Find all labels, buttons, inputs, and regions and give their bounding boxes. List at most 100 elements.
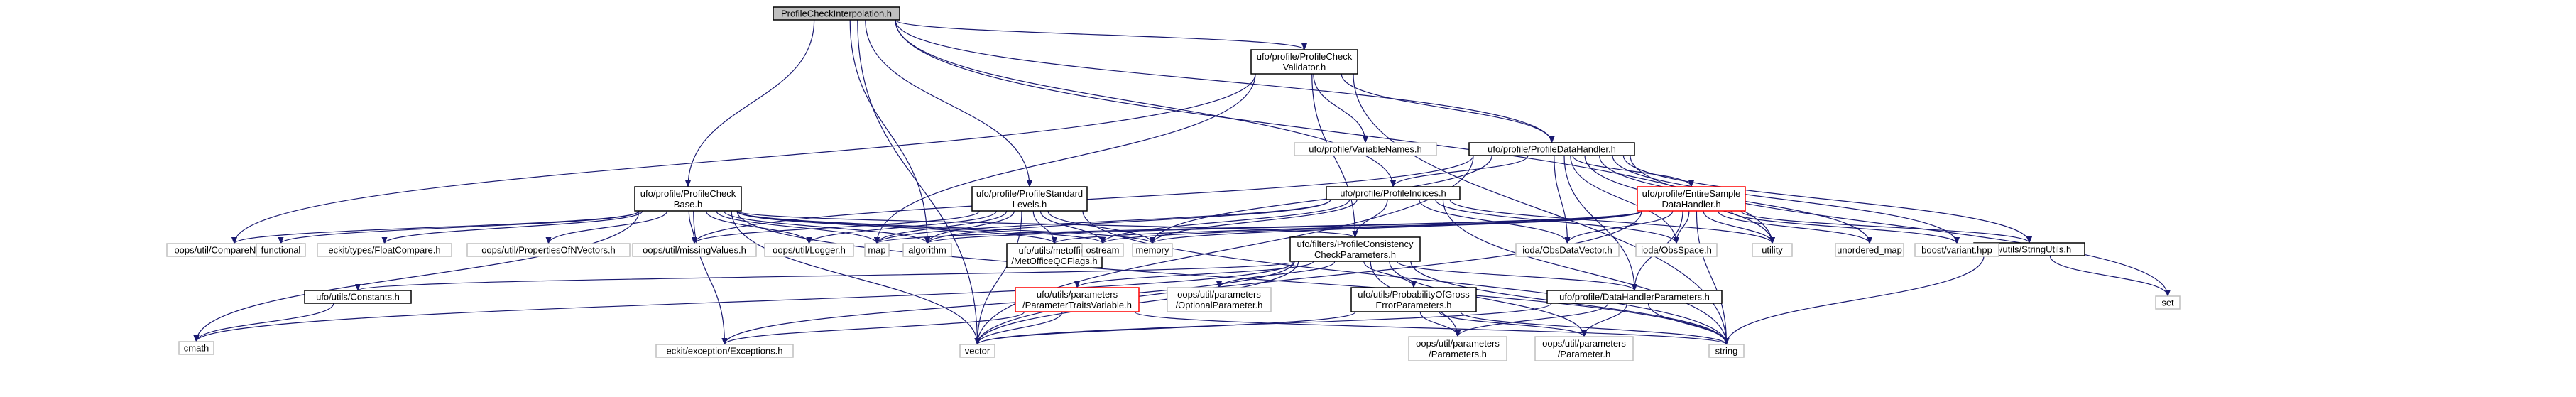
edge-line xyxy=(874,199,1331,244)
node-box xyxy=(1250,49,1358,75)
edge-pccp-to-exceptions xyxy=(721,261,1295,345)
node-box xyxy=(1081,243,1124,257)
node-box xyxy=(634,186,742,212)
edge-line xyxy=(716,210,880,244)
edge-line xyxy=(1460,311,1730,345)
edge-line xyxy=(1674,210,1690,244)
node-box xyxy=(317,243,452,257)
edge-pdh-to-memory xyxy=(1150,155,1492,244)
edge-dhp-to-param xyxy=(1581,303,1627,337)
edge-line xyxy=(1052,210,1642,244)
edge-esdh-to-utility xyxy=(1703,210,1775,244)
node-label: ufo/utils/Constants.h xyxy=(316,292,400,303)
node-floatcompare[interactable]: eckit/types/FloatCompare.h xyxy=(317,243,452,257)
node-cmath[interactable]: cmath xyxy=(178,341,214,355)
node-dhp[interactable]: ufo/profile/DataHandlerParameters.h xyxy=(1546,290,1723,304)
node-pdh[interactable]: ufo/profile/ProfileDataHandler.h xyxy=(1468,142,1635,156)
node-vector[interactable]: vector xyxy=(959,344,995,358)
edge-pcb-to-functional xyxy=(278,210,640,244)
edge-line xyxy=(278,210,640,244)
node-pgep[interactable]: ufo/utils/ProbabilityOfGrossErrorParamet… xyxy=(1350,287,1477,312)
edge-line xyxy=(685,19,815,187)
edge-constants-to-cmath xyxy=(193,303,334,342)
edge-line xyxy=(1047,210,1155,244)
edge-pgep-to-params xyxy=(1419,311,1461,337)
node-constants[interactable]: ufo/utils/Constants.h xyxy=(304,290,412,304)
edge-line xyxy=(1390,155,1529,187)
node-box xyxy=(773,6,900,21)
node-memory[interactable]: memory xyxy=(1132,243,1173,257)
edge-pcb-to-floatcompare xyxy=(381,210,643,244)
node-unordered[interactable]: unordered_map xyxy=(1835,243,1904,257)
node-label: ErrorParameters.h xyxy=(1376,300,1452,310)
node-label: unordered_map xyxy=(1837,245,1902,256)
edge-line xyxy=(974,311,1356,345)
edge-line xyxy=(1570,155,1679,244)
node-string[interactable]: string xyxy=(1708,344,1745,358)
edge-pcv-to-cnv xyxy=(231,73,1256,244)
node-missing[interactable]: oops/util/missingValues.h xyxy=(632,243,757,257)
node-label: utility xyxy=(1762,245,1783,256)
edge-pcv-to-pdh xyxy=(1341,73,1555,143)
edge-line xyxy=(545,210,668,244)
edge-line xyxy=(1313,73,1368,143)
node-functional[interactable]: functional xyxy=(256,243,306,257)
node-label: ioda/ObsSpace.h xyxy=(1641,245,1712,256)
edge-pgep-to-string xyxy=(1460,311,1730,345)
edge-line xyxy=(692,210,980,244)
node-params[interactable]: oops/util/parameters/Parameters.h xyxy=(1408,336,1507,361)
node-box xyxy=(1637,186,1746,212)
edge-pdh-to-pi xyxy=(1390,155,1529,187)
edge-line xyxy=(1449,199,1775,244)
node-utility[interactable]: utility xyxy=(1752,243,1793,257)
node-param[interactable]: oops/util/parameters/Parameter.h xyxy=(1534,336,1634,361)
edge-line xyxy=(895,19,1555,143)
node-ptv[interactable]: ufo/utils/parameters/ParameterTraitsVari… xyxy=(1015,287,1140,312)
node-box xyxy=(902,243,952,257)
edge-pcb-to-cnv xyxy=(231,210,640,244)
edge-line xyxy=(924,210,1642,244)
node-exceptions[interactable]: eckit/exception/Exceptions.h xyxy=(655,344,794,358)
edge-pcb-to-string xyxy=(736,210,1730,345)
node-label: cmath xyxy=(184,343,209,354)
node-label: oops/util/parameters xyxy=(1177,289,1261,300)
node-label: ufo/filters/ProfileConsistency xyxy=(1297,239,1414,249)
node-root[interactable]: ProfileCheckInterpolation.h xyxy=(773,6,900,21)
edge-line xyxy=(193,210,640,342)
node-optparam[interactable]: oops/util/parameters/OptionalParameter.h xyxy=(1167,287,1272,312)
node-pi[interactable]: ufo/profile/ProfileIndices.h xyxy=(1326,186,1461,200)
edge-line xyxy=(1455,303,1609,337)
node-box xyxy=(764,243,854,257)
node-propnv[interactable]: oops/util/PropertiesOfNVectors.h xyxy=(466,243,631,257)
node-map[interactable]: map xyxy=(864,243,890,257)
edge-line xyxy=(1572,155,1694,187)
edge-pi-to-map xyxy=(874,199,1331,244)
edge-pccp-to-constants xyxy=(355,261,1295,291)
node-pccp[interactable]: ufo/filters/ProfileConsistencyCheckParam… xyxy=(1289,236,1421,262)
node-label: oops/util/PropertiesOfNVectors.h xyxy=(481,245,616,256)
node-box xyxy=(1132,243,1173,257)
edge-pccp-to-pgep xyxy=(1363,261,1417,288)
edge-line xyxy=(974,303,1552,345)
node-label: /ParameterTraitsVariable.h xyxy=(1022,300,1132,310)
node-ostream[interactable]: ostream xyxy=(1081,243,1124,257)
edge-line xyxy=(1341,73,1555,143)
node-logger[interactable]: oops/util/Logger.h xyxy=(764,243,854,257)
edge-root-to-pdh xyxy=(895,19,1555,143)
node-obsspace[interactable]: ioda/ObsSpace.h xyxy=(1635,243,1718,257)
node-su[interactable]: ufo/utils/StringUtils.h xyxy=(1973,242,2085,256)
node-set[interactable]: set xyxy=(2155,295,2181,310)
node-vn[interactable]: ufo/profile/VariableNames.h xyxy=(1294,142,1437,156)
node-obsdatavector[interactable]: ioda/ObsDataVector.h xyxy=(1515,243,1620,257)
node-algorithm[interactable]: algorithm xyxy=(902,243,952,257)
edge-pdh-to-obsspace xyxy=(1570,155,1679,244)
node-variant[interactable]: boost/variant.hpp xyxy=(1914,243,1999,257)
node-box xyxy=(959,344,995,358)
edge-line xyxy=(1718,210,1872,244)
edge-line xyxy=(231,73,1256,244)
node-label: Levels.h xyxy=(1013,199,1047,210)
